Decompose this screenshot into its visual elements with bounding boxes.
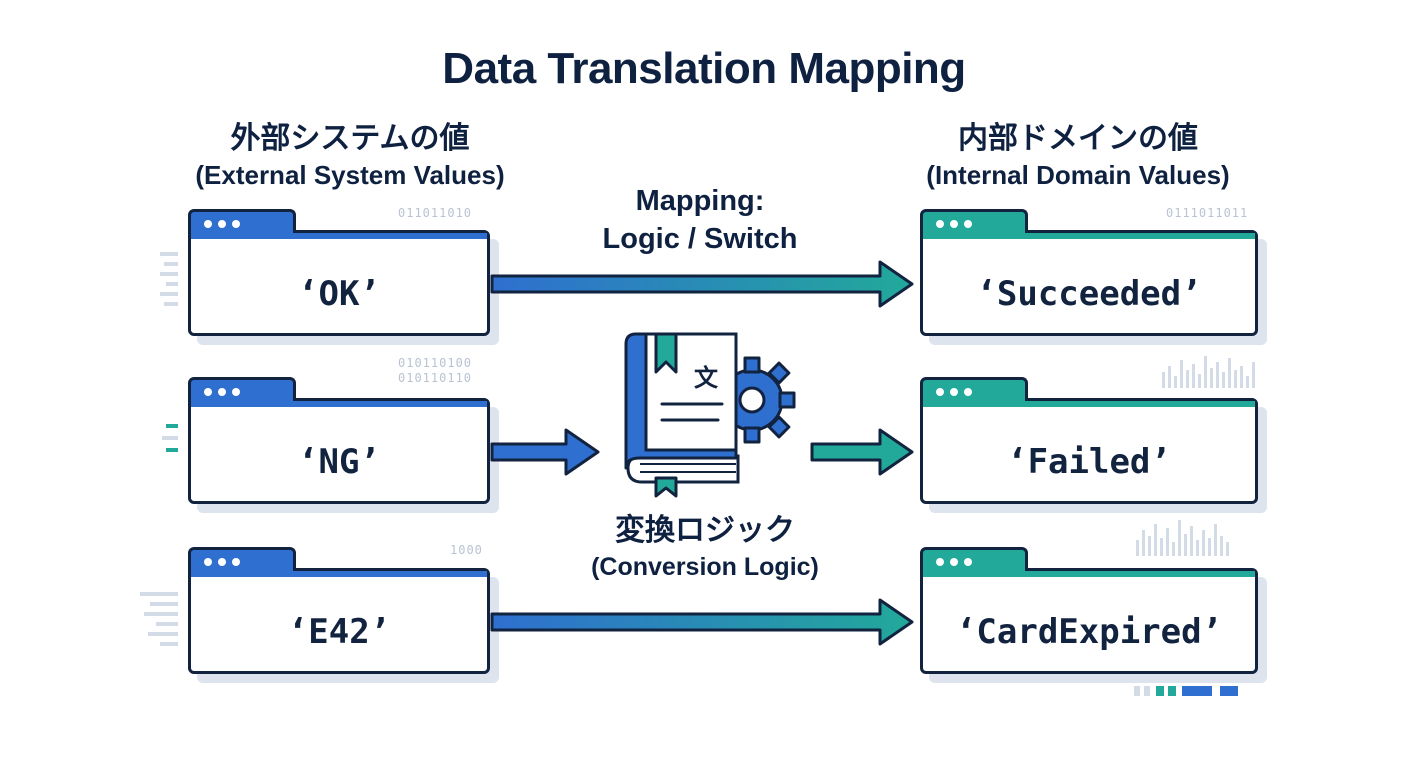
- mapping-label: Mapping: Logic / Switch: [560, 182, 840, 258]
- window-title-strip: [923, 233, 1255, 239]
- arrow-ng-to-logic: [490, 428, 600, 476]
- binary-decoration: 1000: [450, 543, 483, 557]
- bottom-right-bars: [1134, 686, 1238, 696]
- conversion-label-en: (Conversion Logic): [591, 553, 819, 581]
- internal-heading-en: (Internal Domain Values): [926, 160, 1230, 190]
- external-heading-en: (External System Values): [195, 160, 505, 190]
- arrow-e42-to-cardexpired: [490, 598, 914, 646]
- diagram-title: Data Translation Mapping: [442, 44, 966, 93]
- window-title-strip: [923, 571, 1255, 577]
- window-title-strip: [191, 401, 487, 407]
- external-value-card-e42: ‘E42’: [188, 547, 490, 674]
- left-side-bars: [140, 252, 178, 646]
- internal-value-card-succeeded: ‘Succeeded’: [920, 209, 1258, 336]
- mapping-label-line2: Logic / Switch: [602, 223, 798, 255]
- window-title-strip: [923, 401, 1255, 407]
- internal-value-card-failed: ‘Failed’: [920, 377, 1258, 504]
- external-column-heading: 外部システムの値 (External System Values): [140, 120, 560, 192]
- internal-column-heading: 内部ドメインの値 (Internal Domain Values): [868, 120, 1288, 192]
- internal-value: ‘Succeeded’: [976, 274, 1202, 314]
- internal-heading-jp: 内部ドメインの値: [958, 121, 1198, 156]
- window-title-strip: [191, 233, 487, 239]
- translation-book-gear-icon: 文: [624, 332, 796, 498]
- binary-decoration: 0111011011: [1166, 206, 1249, 220]
- right-side-bars: [1136, 356, 1255, 556]
- binary-decoration: 010110100 010110110: [398, 356, 473, 385]
- mapping-label-line1: Mapping:: [635, 185, 765, 217]
- internal-value: ‘Failed’: [1007, 442, 1171, 482]
- external-value-card-ok: ‘OK’: [188, 209, 490, 336]
- window-title-strip: [191, 571, 487, 577]
- external-value: ‘OK’: [298, 274, 380, 314]
- svg-text:文: 文: [694, 364, 719, 392]
- external-value: ‘NG’: [298, 442, 380, 482]
- conversion-label-jp: 変換ロジック: [615, 513, 795, 548]
- arrow-logic-to-failed: [810, 428, 914, 476]
- arrow-ok-to-succeeded: [490, 260, 914, 308]
- binary-decoration: 011011010: [398, 206, 473, 220]
- external-heading-jp: 外部システムの値: [230, 121, 470, 156]
- external-value-card-ng: ‘NG’: [188, 377, 490, 504]
- external-value: ‘E42’: [287, 612, 391, 652]
- conversion-logic-label: 変換ロジック (Conversion Logic): [540, 512, 870, 584]
- internal-value-card-cardexpired: ‘CardExpired’: [920, 547, 1258, 674]
- internal-value: ‘CardExpired’: [955, 612, 1223, 652]
